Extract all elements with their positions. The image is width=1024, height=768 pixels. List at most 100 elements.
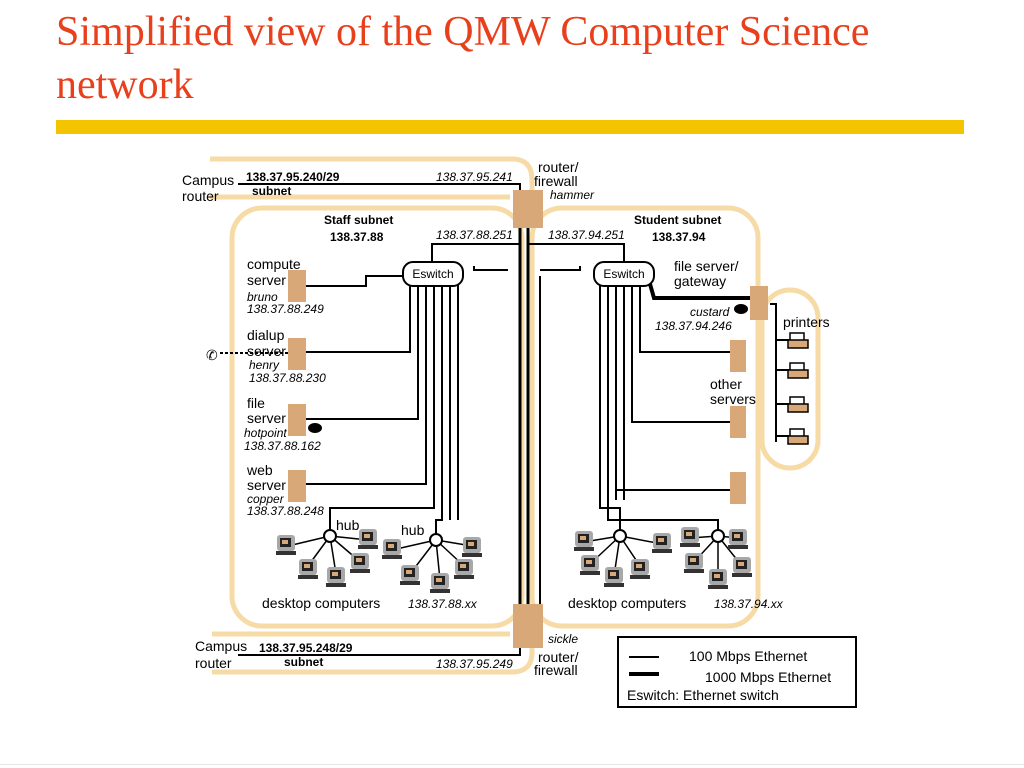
staff-server-boxes xyxy=(288,270,306,502)
student-hub-2 xyxy=(711,529,725,543)
printer-icon xyxy=(787,428,809,445)
desktop-icon xyxy=(462,537,482,557)
student-hub-1 xyxy=(613,529,627,543)
desktop-icon xyxy=(728,529,748,549)
desktop-icon xyxy=(358,529,378,549)
top-campus-router-line1: Campus xyxy=(182,172,234,188)
dialup-server-label-1: dialup xyxy=(247,327,285,343)
web-server-box xyxy=(288,470,306,502)
staff-subnet-outline xyxy=(229,205,525,629)
desktop-icon xyxy=(684,553,704,573)
file-server-box xyxy=(288,404,306,436)
other-servers-label-1: other xyxy=(710,376,742,392)
disk-icon xyxy=(734,304,748,314)
gateway-addr: 138.37.94.246 xyxy=(655,319,732,333)
desktop-icon xyxy=(708,569,728,589)
dialup-server-label-2: server xyxy=(247,343,286,359)
desktop-icon xyxy=(604,567,624,587)
student-subnet-label: Student subnet xyxy=(634,213,721,227)
modem-icon: ✆ xyxy=(206,347,218,363)
top-subnet-outline xyxy=(210,156,535,208)
bottom-subnet-label: subnet xyxy=(284,655,323,669)
compute-server-label-1: compute xyxy=(247,256,301,272)
subnet-outlines xyxy=(210,156,821,675)
top-campus-router-line2: router xyxy=(182,188,219,204)
desktop-icon xyxy=(732,557,752,577)
staff-eswitch: Eswitch xyxy=(402,261,464,287)
printers-label: printers xyxy=(783,314,830,330)
staff-hub-1 xyxy=(323,529,337,543)
printer-icon xyxy=(787,332,809,349)
desktop-icon xyxy=(382,539,402,559)
top-router-addr: 138.37.95.241 xyxy=(436,170,513,184)
desktop-icon xyxy=(298,559,318,579)
student-server-boxes xyxy=(730,286,768,504)
top-router-label-line2: firewall xyxy=(534,173,578,189)
web-server-name: copper xyxy=(247,492,285,506)
staff-desktop-label: desktop computers xyxy=(262,595,380,611)
bottom-router-label-line1: router/ xyxy=(538,649,579,665)
student-desktop-addr: 138.37.94.xx xyxy=(714,597,784,611)
legend: 100 Mbps Ethernet 1000 Mbps Ethernet Esw… xyxy=(617,636,857,708)
gateway-label-1: file server/ xyxy=(674,258,739,274)
compute-server-label-2: server xyxy=(247,272,286,288)
slide-title: Simplified view of the QMW Computer Scie… xyxy=(56,9,870,108)
staff-eswitch-label: Eswitch xyxy=(412,267,453,281)
title-rule xyxy=(56,120,964,134)
compute-server-name: bruno xyxy=(247,290,278,304)
bottom-subnet-outline xyxy=(212,626,535,675)
desktop-icon xyxy=(652,533,672,553)
other-servers-label-2: servers xyxy=(710,391,756,407)
student-eswitch-label: Eswitch xyxy=(603,267,644,281)
desktop-icon xyxy=(680,527,700,547)
web-server-addr: 138.37.88.248 xyxy=(247,504,324,518)
printers-group xyxy=(787,332,809,445)
legend-thin-line xyxy=(629,656,659,658)
desktop-icon xyxy=(276,535,296,555)
bottom-campus-router-line1: Campus xyxy=(195,638,247,654)
bottom-router-label-line2: firewall xyxy=(534,662,578,678)
legend-eswitch-label: Eswitch: Ethernet switch xyxy=(627,687,779,703)
file-server-name: hotpoint xyxy=(244,426,287,440)
router-sickle xyxy=(513,604,543,648)
file-server-label-2: server xyxy=(247,410,286,426)
staff-desktop-addr: 138.37.88.xx xyxy=(408,597,478,611)
top-router-name: hammer xyxy=(550,188,595,202)
gateway-server-box xyxy=(750,286,768,320)
dialup-server-box xyxy=(288,338,306,370)
desktop-icon xyxy=(400,565,420,585)
dialup-server-addr: 138.37.88.230 xyxy=(249,371,326,385)
top-subnet-label: subnet xyxy=(252,184,291,198)
bottom-router-addr: 138.37.95.249 xyxy=(436,657,513,671)
staff-hub-2-label: hub xyxy=(401,522,425,538)
staff-hub-2 xyxy=(429,533,443,547)
printer-icon xyxy=(787,362,809,379)
top-router-label-line1: router/ xyxy=(538,159,579,175)
compute-server-addr: 138.37.88.249 xyxy=(247,302,324,316)
student-router-addr: 138.37.94.251 xyxy=(548,228,625,242)
bottom-campus-router-line2: router xyxy=(195,655,232,671)
student-subnet-outline xyxy=(529,205,761,629)
other-server-box-1 xyxy=(730,340,746,372)
desktop-icon xyxy=(326,567,346,587)
student-desktop-label: desktop computers xyxy=(568,595,686,611)
file-server-addr: 138.37.88.162 xyxy=(244,439,321,453)
hubs xyxy=(323,529,725,547)
disk-icon xyxy=(308,423,322,433)
file-server-label-1: file xyxy=(247,395,265,411)
printer-icon xyxy=(787,396,809,413)
bottom-router-name: sickle xyxy=(548,632,578,646)
web-server-label-1: web xyxy=(246,462,273,478)
bottom-rule xyxy=(0,764,1024,765)
student-eswitch: Eswitch xyxy=(593,261,655,287)
desktop-icon xyxy=(430,573,450,593)
staff-router-addr: 138.37.88.251 xyxy=(436,228,513,242)
legend-thin-label: 100 Mbps Ethernet xyxy=(689,648,808,664)
legend-thick-line xyxy=(629,672,659,676)
student-subnet-addr: 138.37.94 xyxy=(652,230,706,244)
desktop-icon xyxy=(630,559,650,579)
desktop-icon xyxy=(350,553,370,573)
staff-subnet-addr: 138.37.88 xyxy=(330,230,384,244)
desktop-icon xyxy=(580,555,600,575)
